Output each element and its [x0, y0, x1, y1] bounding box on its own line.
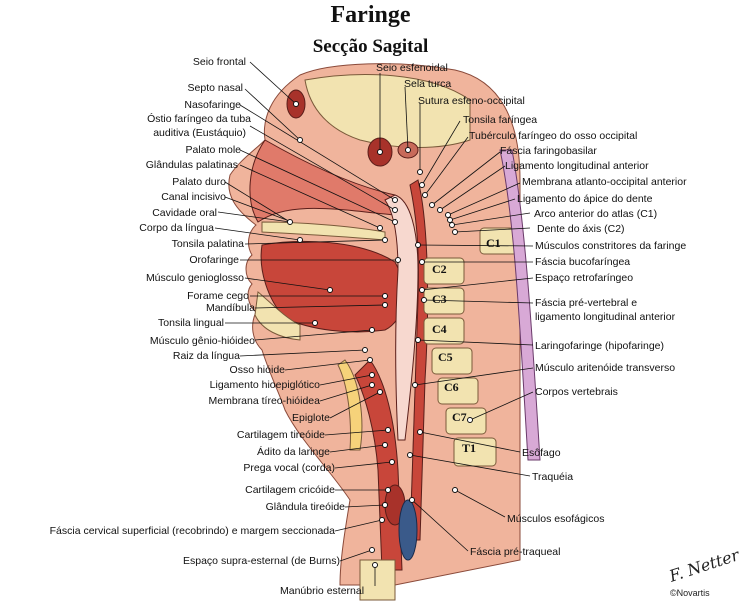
- vertebra-label-c5: C5: [438, 350, 453, 364]
- label-tonsila-lingual: Tonsila lingual: [158, 317, 224, 329]
- label-musculos-esofagicos: Músculos esofágicos: [507, 513, 605, 525]
- label-palato-duro: Palato duro: [172, 176, 226, 188]
- publisher-credit: ©Novartis: [670, 588, 710, 598]
- page-subtitle: Secção Sagital: [312, 36, 429, 57]
- skull-base: [304, 74, 471, 148]
- label-osso-hioide: Osso hióide: [229, 364, 285, 376]
- label-auditiva: auditiva (Eustáquio): [153, 127, 246, 139]
- label-forame-cego: Forame cego: [187, 290, 249, 302]
- label-traqueia: Traquéia: [532, 471, 574, 483]
- nasal-cavity: [249, 139, 396, 223]
- label-lig-hioepiglotico: Ligamento hioepiglótico: [209, 379, 320, 391]
- vertebra-label-c3: C3: [432, 292, 447, 306]
- label-espaco-supra-esternal: Espaço supra-esternal (de Burns): [183, 555, 340, 567]
- label-constritores-faringe: Músculos constritores da faringe: [535, 240, 687, 252]
- label-cartilagem-tireoide: Cartilagem tireóide: [236, 429, 325, 441]
- label-canal-incisivo: Canal incisivo: [161, 191, 226, 203]
- label-fascia-bucofaringea: Fáscia bucofaríngea: [535, 256, 631, 268]
- vertebra-label-c4: C4: [432, 322, 447, 336]
- label-genio-hioideo: Músculo gênio-hióideo: [149, 335, 255, 347]
- label-ostio-faringeo: Óstio faríngeo da tuba: [147, 113, 251, 125]
- label-septo-nasal: Septo nasal: [187, 82, 243, 94]
- vertebra-label-t1: T1: [462, 441, 477, 455]
- label-musculo-genioglosso: Músculo genioglosso: [145, 272, 244, 284]
- label-manubrio-esternal: Manúbrio esternal: [280, 585, 365, 597]
- manubrium: [359, 559, 396, 601]
- vertebra-label-c1: C1: [486, 236, 501, 250]
- label-espaco-retrofaringeo: Espaço retrofaríngeo: [535, 272, 634, 284]
- label-lig-longitudinal-anterior: Ligamento longitudinal anterior: [505, 160, 649, 172]
- label-aritenoide-transverso: Músculo aritenóide transverso: [535, 362, 676, 374]
- label-tonsila-faringea: Tonsila faríngea: [463, 114, 538, 126]
- label-esofago: Esôfago: [522, 447, 561, 459]
- label-arco-anterior-atlas: Arco anterior do atlas (C1): [534, 208, 658, 220]
- label-glandulas-palatinas: Glândulas palatinas: [145, 159, 238, 171]
- label-epiglote: Epiglote: [292, 412, 330, 424]
- label-corpo-lingua: Corpo da língua: [139, 222, 214, 234]
- label-fascia-pre-vertebral: Fáscia pré-vertebral e: [535, 297, 638, 309]
- label-fascia-cervical: Fáscia cervical superficial (recobrindo)…: [49, 525, 335, 537]
- label-nasofaringe: Nasofaringe: [184, 99, 241, 111]
- label-lig-longitudinal-anterior-2: ligamento longitudinal anterior: [535, 311, 676, 323]
- label-sutura-esfeno-occipital: Sutura esfeno-occipital: [418, 95, 525, 107]
- label-glandula-tireoide: Glândula tireóide: [265, 501, 345, 513]
- leader-lines: [214, 61, 534, 586]
- label-membrana-atlanto-occipital: Membrana atlanto-occipital anterior: [522, 176, 687, 188]
- label-tonsila-palatina: Tonsila palatina: [171, 238, 244, 250]
- spinal-cord: [499, 149, 541, 461]
- tongue: [260, 240, 405, 333]
- label-fascia-faringobasilar: Fáscia faringobasilar: [500, 145, 597, 157]
- trachea-lumen: [398, 499, 418, 561]
- label-lig-apice-dente: Ligamento do ápice do dente: [517, 193, 653, 205]
- label-cartilagem-cricoide: Cartilagem cricóide: [245, 484, 335, 496]
- label-fascia-pre-traqueal: Fáscia pré-traqueal: [470, 546, 561, 558]
- label-prega-vocal: Prega vocal (corda): [243, 462, 335, 474]
- label-laringofaringe: Laringofaringe (hipofaringe): [535, 340, 664, 352]
- label-adito-laringe: Ádito da laringe: [257, 446, 330, 458]
- vertebra-label-c7: C7: [452, 410, 467, 424]
- pin-dots: [287, 101, 473, 568]
- label-corpos-vertebrais: Corpos vertebrais: [535, 386, 618, 398]
- label-cavidade-oral: Cavidade oral: [152, 207, 217, 219]
- thyroid-cartilage: [337, 359, 363, 451]
- pharynx-airway: [384, 194, 419, 441]
- label-seio-esfenoidal: Seio esfenoidal: [376, 62, 448, 74]
- label-raiz-lingua: Raiz da língua: [172, 350, 240, 362]
- mandible: [254, 291, 301, 341]
- label-mandibula: Mandíbula: [205, 302, 255, 314]
- label-seio-frontal: Seio frontal: [192, 56, 246, 68]
- label-sela-turca: Sela turca: [404, 78, 452, 90]
- page-title: Faringe: [330, 2, 411, 28]
- label-palato-mole: Palato mole: [185, 144, 241, 156]
- label-orofaringe: Orofaringe: [189, 254, 239, 266]
- label-membrana-tireo-hioidea: Membrana tíreo-hióidea: [208, 395, 320, 407]
- label-dente-axis: Dente do áxis (C2): [537, 223, 625, 235]
- vertebral-column: [423, 227, 521, 467]
- vertebra-label-c6: C6: [444, 380, 459, 394]
- label-tuberculo-faringeo: Tubérculo faríngeo do osso occipital: [469, 130, 638, 142]
- vertebra-label-c2: C2: [432, 262, 447, 276]
